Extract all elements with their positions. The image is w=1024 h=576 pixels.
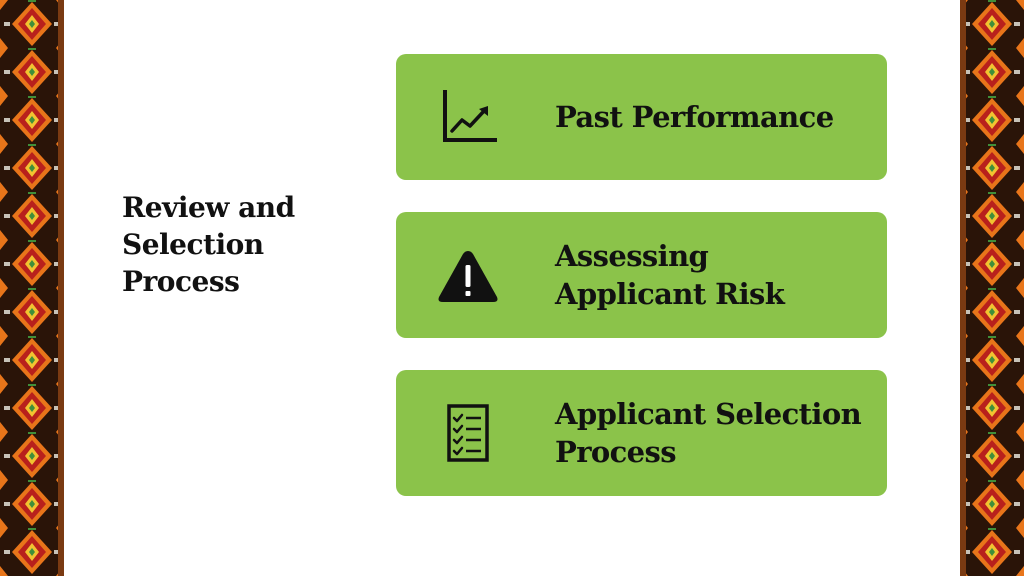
card-label: Applicant Selection Process bbox=[555, 397, 862, 469]
warning-icon bbox=[436, 245, 500, 305]
line-chart-icon bbox=[436, 87, 500, 147]
card-assessing-applicant-risk: Assessing Applicant Risk bbox=[396, 212, 887, 338]
slide-heading: Review and Selection Process bbox=[122, 191, 295, 298]
checklist-icon bbox=[436, 403, 500, 463]
card-label: Assessing Applicant Risk bbox=[555, 239, 785, 311]
card-applicant-selection-process: Applicant Selection Process bbox=[396, 370, 887, 496]
left-woven-border bbox=[0, 0, 64, 576]
right-woven-border bbox=[960, 0, 1024, 576]
card-past-performance: Past Performance bbox=[396, 54, 887, 180]
card-label: Past Performance bbox=[555, 100, 834, 134]
